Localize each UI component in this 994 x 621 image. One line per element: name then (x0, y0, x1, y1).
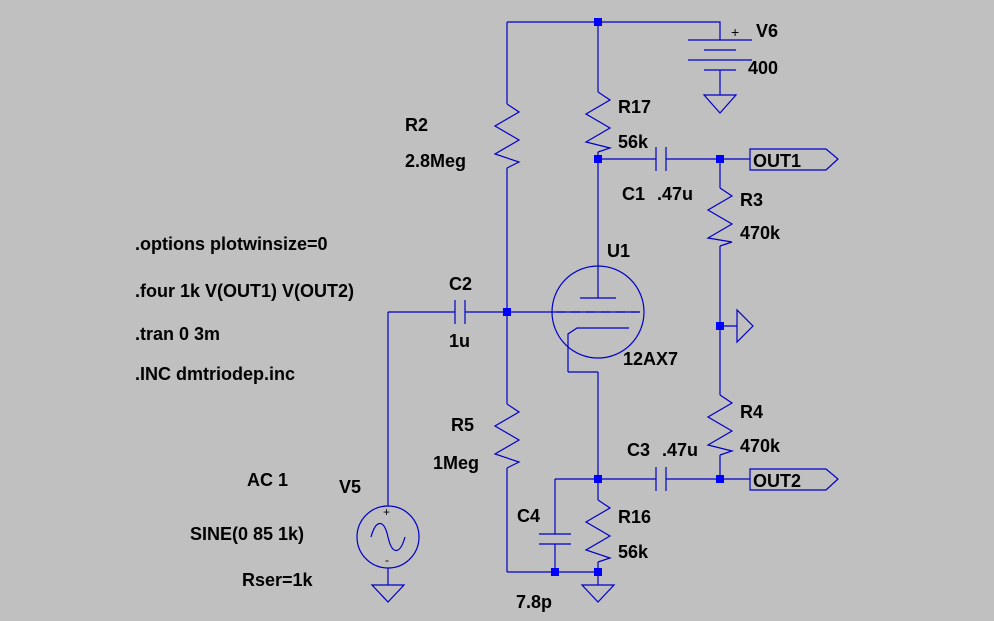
resistor-r4 (706, 394, 735, 456)
triode-u1 (551, 265, 645, 373)
r3-value: 470k (740, 223, 781, 243)
v5-value-sine: SINE(0 85 1k) (190, 524, 304, 544)
c2-value: 1u (449, 331, 470, 351)
r5-value: 1Meg (433, 453, 479, 473)
c4-value: 7.8p (516, 592, 552, 612)
resistor-r16 (584, 499, 612, 563)
capacitor-c4 (539, 533, 571, 545)
c1-ref: C1 (622, 184, 645, 204)
c3-value: .47u (662, 440, 698, 460)
resistor-r17 (584, 91, 613, 153)
r16-value: 56k (618, 542, 649, 562)
v6-value: 400 (748, 58, 778, 78)
spice-directive: .INC dmtriodep.inc (135, 364, 295, 384)
port-out2-label: OUT2 (753, 471, 801, 491)
r3-ref: R3 (740, 190, 763, 210)
ground-symbols (370, 94, 754, 603)
r4-value: 470k (740, 436, 781, 456)
v6-ref: V6 (756, 21, 778, 41)
spice-directive: .tran 0 3m (135, 324, 220, 344)
v6-plus-sign: + (731, 24, 739, 40)
resistor-r2 (493, 103, 521, 169)
resistor-r5 (493, 403, 521, 469)
v5-plus-sign: + (383, 505, 390, 519)
c2-ref: C2 (449, 274, 472, 294)
r2-ref: R2 (405, 115, 428, 135)
r17-value: 56k (618, 132, 649, 152)
battery-v6: + (688, 24, 752, 95)
r5-ref: R5 (451, 415, 474, 435)
u1-ref: U1 (607, 241, 630, 261)
capacitor-c2 (454, 300, 466, 324)
port-out1-label: OUT1 (753, 151, 801, 171)
port-out1: OUT1 (749, 148, 839, 171)
r16-ref: R16 (618, 507, 651, 527)
v5-ref: V5 (339, 477, 361, 497)
r4-ref: R4 (740, 402, 763, 422)
voltage-source-v5: + - (356, 505, 420, 569)
junction-dots (503, 18, 724, 576)
c3-ref: C3 (627, 440, 650, 460)
u1-value: 12AX7 (623, 349, 678, 369)
v5-minus-sign: - (385, 553, 389, 567)
v5-value-rser: Rser=1k (242, 570, 314, 590)
wires (387, 21, 750, 585)
c1-value: .47u (657, 184, 693, 204)
spice-directive: .options plotwinsize=0 (135, 234, 328, 254)
r2-value: 2.8Meg (405, 151, 466, 171)
capacitor-c3 (655, 467, 667, 491)
spice-directive: .four 1k V(OUT1) V(OUT2) (135, 281, 354, 301)
c4-ref: C4 (517, 506, 540, 526)
capacitor-c1 (655, 147, 667, 171)
resistor-r3 (706, 187, 734, 247)
port-out2: OUT2 (749, 468, 839, 491)
r17-ref: R17 (618, 97, 651, 117)
v5-value-ac: AC 1 (247, 470, 288, 490)
